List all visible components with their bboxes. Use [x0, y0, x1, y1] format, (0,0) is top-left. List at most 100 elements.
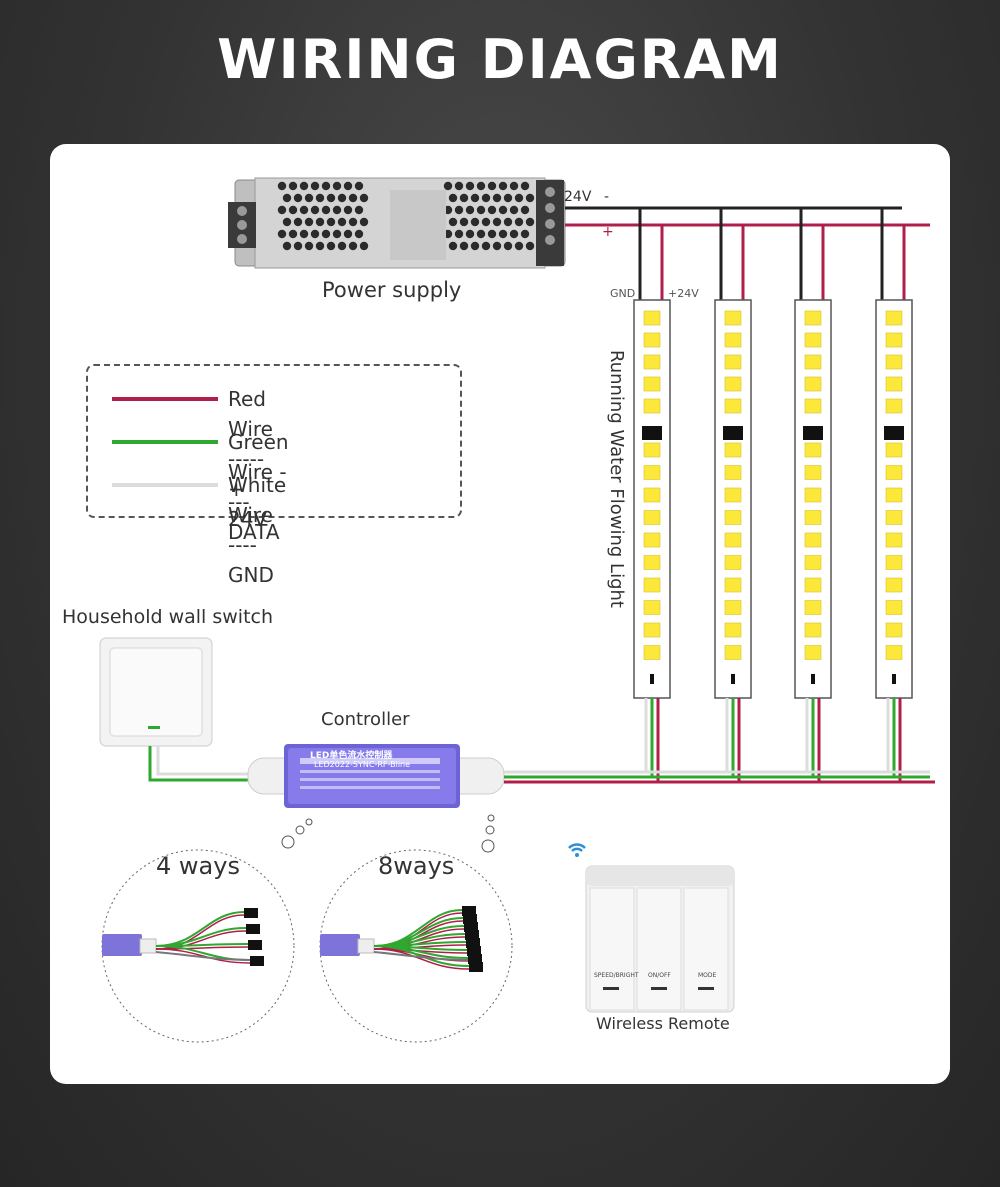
legend-white-line: [112, 483, 218, 487]
led-strips: [633, 208, 913, 782]
led-chip: [885, 577, 903, 593]
led-chip: [804, 465, 822, 480]
led-chip: [885, 645, 903, 660]
led-chip: [643, 310, 661, 326]
led-chip: [643, 354, 661, 370]
led-chip: [643, 398, 661, 414]
legend-green-line: [112, 440, 218, 444]
wire-legend: Red Wire ----- + 24V Green Wire ---- DAT…: [86, 364, 462, 587]
splitter-4-label: 4 ways: [156, 852, 240, 880]
connector-plug: [246, 924, 260, 934]
led-chip: [885, 332, 903, 348]
connector-plug: [463, 914, 477, 924]
connector-plug: [465, 930, 479, 940]
remote-button-speed: SPEED/BRIGHT: [594, 972, 639, 979]
led-chip: [804, 600, 822, 615]
led-chip: [643, 442, 661, 458]
legend-green-text: Green Wire ---- DATA: [228, 430, 289, 544]
led-chip: [804, 577, 822, 593]
led-chip: [643, 532, 661, 548]
led-chip: [885, 555, 903, 570]
led-chip: [724, 555, 742, 570]
led-chip: [885, 442, 903, 458]
power-supply-unit: [228, 177, 566, 269]
led-chip: [643, 510, 661, 525]
controller-unit: [247, 744, 505, 808]
led-chip: [804, 555, 822, 570]
led-chip: [724, 487, 742, 503]
connector-plug: [244, 908, 258, 918]
led-chip: [804, 332, 822, 348]
led-strip: [714, 208, 752, 782]
connector-plug: [464, 922, 478, 932]
led-chip: [804, 645, 822, 660]
led-strip: [794, 208, 832, 782]
connector-plug: [469, 962, 483, 972]
led-chip: [804, 376, 822, 392]
led-chip: [724, 622, 742, 638]
connector-plug: [466, 938, 480, 948]
led-chip: [804, 354, 822, 370]
led-chip: [724, 465, 742, 480]
legend-red-line: [112, 397, 218, 401]
led-chip: [804, 442, 822, 458]
led-chip: [804, 510, 822, 525]
led-strip: [633, 208, 671, 782]
led-chip: [643, 555, 661, 570]
led-chip: [885, 487, 903, 503]
wall-switch[interactable]: [99, 637, 213, 747]
power-supply-label: Power supply: [322, 278, 462, 302]
controller-label: Controller: [321, 709, 410, 730]
led-chip: [804, 532, 822, 548]
led-chip: [804, 310, 822, 326]
connector-plug: [250, 956, 264, 966]
led-chip: [643, 600, 661, 615]
controller-title-text: LED单色流水控制器: [310, 751, 393, 761]
wiring-svg: [99, 177, 935, 1043]
psu-plus-label: +: [602, 224, 614, 240]
led-chip: [724, 442, 742, 458]
page-title: WIRING DIAGRAM: [217, 28, 783, 91]
led-chip: [804, 398, 822, 414]
led-chip: [643, 487, 661, 503]
led-chip: [724, 354, 742, 370]
led-chip: [885, 354, 903, 370]
psu-voltage-label: 24V: [564, 189, 592, 205]
plus-24v-label: +24V: [668, 287, 699, 300]
connector-plug: [462, 906, 476, 916]
led-chip: [724, 376, 742, 392]
led-chip: [643, 465, 661, 480]
connector-plug: [468, 954, 482, 964]
gnd-label: GND: [610, 287, 636, 300]
led-chip: [643, 577, 661, 593]
led-chip: [724, 600, 742, 615]
led-chip: [724, 398, 742, 414]
connector-plug: [248, 940, 262, 950]
wireless-remote: [585, 865, 735, 1013]
led-chip: [724, 645, 742, 660]
remote-button-mode: MODE: [698, 972, 717, 979]
led-chip: [724, 532, 742, 548]
remote-button-onoff: ON/OFF: [648, 972, 671, 979]
led-chip: [885, 310, 903, 326]
led-chip: [885, 398, 903, 414]
led-chip: [724, 510, 742, 525]
remote-label: Wireless Remote: [596, 1014, 730, 1033]
led-chip: [885, 600, 903, 615]
wifi-icon: [568, 843, 586, 857]
legend-white-text: White Wire ---- GND: [228, 473, 287, 587]
splitter-8-label: 8ways: [378, 852, 455, 880]
controller-model-text: LED2022-SYNC-RF-Bline: [314, 760, 411, 769]
led-chip: [643, 645, 661, 660]
legend-red-text: Red Wire ----- + 24V: [228, 387, 273, 531]
led-chip: [724, 577, 742, 593]
psu-minus-label: -: [604, 189, 610, 205]
led-chip: [804, 487, 822, 503]
led-chip: [643, 622, 661, 638]
diagram-panel: 24V - + Power supply GND +24V Running Wa…: [50, 144, 950, 1084]
led-chip: [885, 376, 903, 392]
led-chip: [643, 332, 661, 348]
connector-plug: [467, 946, 481, 956]
led-chip: [724, 332, 742, 348]
strip-side-label: Running Water Flowing Light: [606, 350, 627, 608]
